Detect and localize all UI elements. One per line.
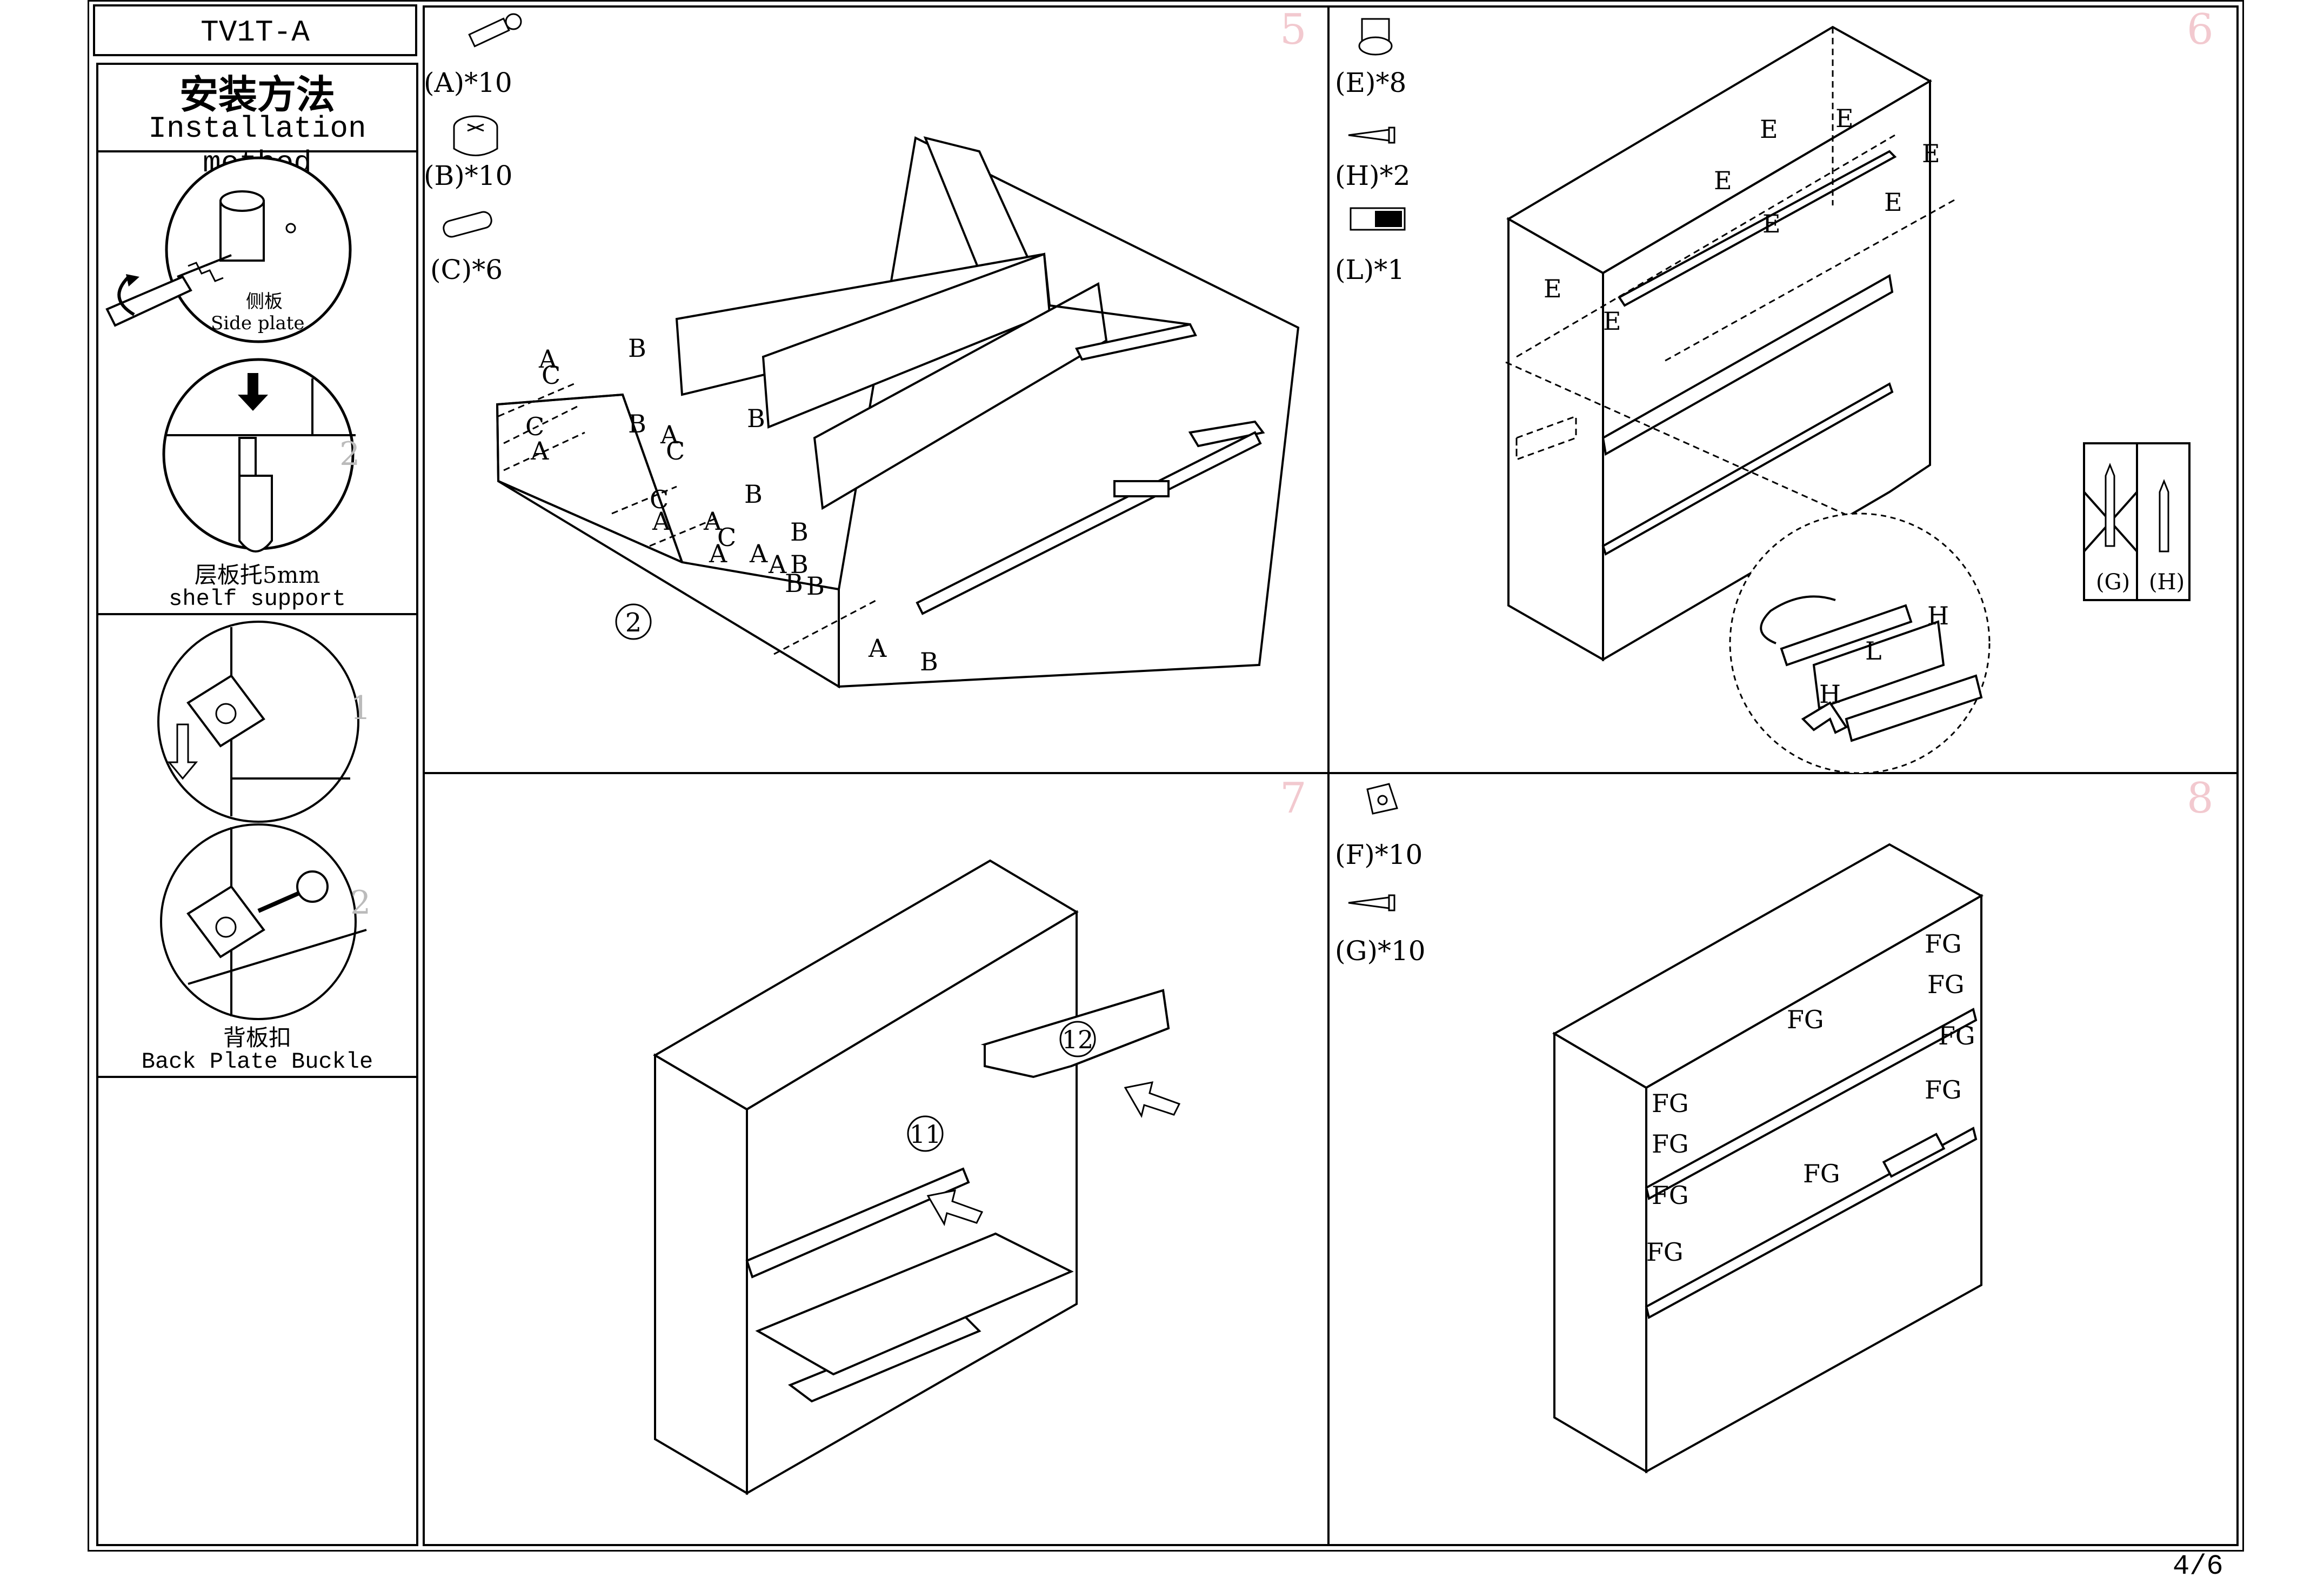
shelf-support-detail: 2 — [162, 358, 360, 553]
svg-text:E: E — [1603, 307, 1621, 336]
svg-text:(G): (G) — [2096, 570, 2130, 595]
step5-panel-label: 2 — [625, 608, 642, 638]
svg-text:H: H — [1819, 680, 1841, 709]
page-number: 4/6 — [2173, 1550, 2223, 1582]
svg-text:B: B — [628, 334, 646, 363]
power-strip-l-icon — [1350, 207, 1406, 231]
svg-text:E: E — [1884, 188, 1902, 217]
svg-text:C: C — [666, 436, 685, 465]
svg-text:L: L — [1865, 636, 1882, 665]
svg-text:H: H — [1927, 601, 1949, 630]
screw-a-icon — [468, 13, 522, 48]
svg-text:A: A — [660, 420, 679, 449]
screw-choice-box: (G) (H) — [2083, 442, 2191, 601]
svg-text:FG: FG — [1803, 1159, 1840, 1188]
part-b-qty: (B)*10 — [424, 160, 513, 191]
panel-12-label: 12 — [1062, 1025, 1094, 1054]
buckle-en: Back Plate Buckle — [141, 1049, 373, 1075]
svg-text:A: A — [530, 436, 549, 465]
svg-text:2: 2 — [339, 435, 360, 473]
buckle-detail-2: 2 — [160, 823, 371, 1020]
step-number-6: 6 — [2187, 5, 2214, 54]
svg-text:C: C — [525, 412, 544, 441]
screw-h-icon — [1348, 127, 1395, 144]
panel-11-label: 11 — [910, 1120, 941, 1149]
part-c-qty: (C)*6 — [430, 254, 503, 285]
part-a-qty: (A)*10 — [424, 67, 512, 98]
grid-divider-horizontal — [423, 772, 2239, 774]
step5-cabinet-diagram: 2 A C C A B B A C B C A A C A A A B B B … — [496, 136, 1300, 689]
part-f-qty: (F)*10 — [1335, 839, 1423, 870]
step-number-7: 7 — [1280, 774, 1307, 823]
svg-text:FG: FG — [1787, 1005, 1824, 1034]
svg-text:E: E — [1922, 139, 1940, 168]
svg-text:FG: FG — [1938, 1021, 1975, 1050]
svg-text:FG: FG — [1646, 1237, 1684, 1267]
sidebar-title-cn: 安装方法 — [179, 71, 335, 117]
svg-text:2: 2 — [350, 884, 371, 922]
svg-text:B: B — [920, 647, 938, 676]
screw-g-icon — [1348, 894, 1395, 911]
dowel-c-icon — [443, 211, 492, 238]
part-h-qty: (H)*2 — [1335, 160, 1411, 191]
svg-text:A: A — [652, 507, 671, 536]
svg-text:B: B — [806, 571, 825, 601]
svg-text:B: B — [628, 409, 646, 438]
svg-text:FG: FG — [1927, 970, 1965, 999]
svg-text:FG: FG — [1652, 1089, 1689, 1118]
grid-divider-vertical — [1327, 5, 1330, 1546]
svg-text:A: A — [538, 344, 557, 374]
svg-text:A: A — [703, 507, 722, 536]
buckle-detail-1: 1 — [157, 621, 371, 823]
model-code: TV1T-A — [201, 15, 310, 50]
shelf-support-en: shelf support — [169, 586, 346, 612]
svg-text:E: E — [1760, 115, 1778, 144]
svg-text:FG: FG — [1925, 1075, 1962, 1104]
model-box: TV1T-A — [93, 4, 417, 56]
buckle-cn: 背板扣 — [223, 1024, 291, 1051]
part-g-qty: (G)*10 — [1335, 935, 1426, 967]
svg-text:A: A — [868, 634, 887, 663]
sidebar-divider — [96, 1076, 418, 1078]
svg-text:FG: FG — [1652, 1129, 1689, 1159]
cam-lock-detail — [105, 156, 352, 343]
svg-text:E: E — [1714, 166, 1732, 195]
sidebar-divider — [96, 613, 418, 615]
step8-cabinet-diagram: FG FG FG FG FG FG FG FG FG FG — [1552, 843, 1984, 1474]
svg-text:1: 1 — [350, 689, 371, 727]
step7-cabinet-diagram: 12 11 — [653, 859, 1181, 1495]
step6-cabinet-diagram: E E E E E E E E H L H (G) (H) — [1505, 25, 2191, 774]
svg-text:C: C — [542, 361, 560, 390]
svg-text:(H): (H) — [2149, 570, 2185, 595]
svg-text:B: B — [790, 550, 809, 579]
side-plate-en: Side plate — [211, 312, 305, 334]
shelf-support-cn: 层板托5mm — [194, 562, 320, 588]
svg-text:E: E — [1835, 104, 1854, 133]
svg-text:B: B — [747, 404, 765, 433]
side-plate-cn: 侧板 — [246, 291, 283, 312]
svg-text:C: C — [650, 485, 669, 514]
svg-text:A: A — [709, 539, 727, 568]
part-l-qty: (L)*1 — [1335, 254, 1405, 285]
cam-f-icon — [1366, 783, 1398, 815]
svg-text:A: A — [749, 539, 768, 568]
svg-text:E: E — [1762, 209, 1781, 238]
svg-text:B: B — [744, 480, 763, 509]
svg-text:FG: FG — [1652, 1181, 1689, 1210]
sidebar-divider — [96, 150, 418, 152]
svg-text:E: E — [1544, 274, 1562, 303]
svg-text:A: A — [768, 550, 787, 579]
steps-grid — [423, 5, 2239, 1546]
svg-text:B: B — [790, 517, 809, 547]
sidebar-panel — [96, 63, 418, 1546]
svg-text:B: B — [785, 569, 803, 598]
cam-b-icon — [453, 115, 498, 156]
svg-text:C: C — [717, 523, 736, 552]
page-frame — [88, 0, 2244, 1552]
cam-e-icon — [1358, 18, 1393, 56]
step-number-8: 8 — [2187, 774, 2214, 823]
part-e-qty: (E)*8 — [1335, 67, 1407, 98]
svg-text:FG: FG — [1925, 929, 1962, 959]
step-number-5: 5 — [1280, 5, 1307, 54]
